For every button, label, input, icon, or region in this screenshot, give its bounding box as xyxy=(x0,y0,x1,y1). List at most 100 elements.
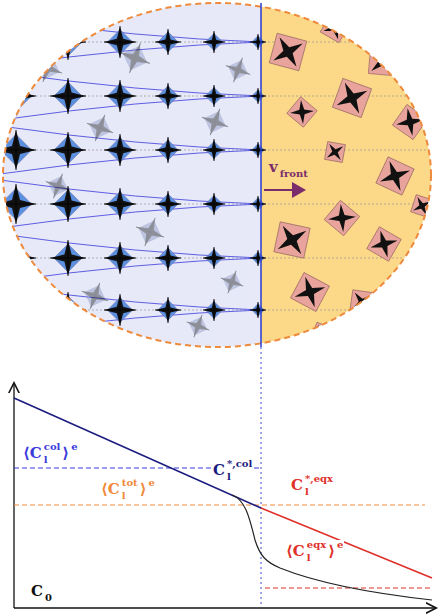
concentration-profile xyxy=(232,495,432,600)
nominal-concentration-label: 0 xyxy=(44,593,53,603)
envelope-curve xyxy=(0,72,261,96)
mean-columnar-label: ⟨C xyxy=(22,446,43,461)
equiaxed-interface-curve xyxy=(261,508,432,578)
envelope-curve xyxy=(0,234,261,258)
grain-dendrite xyxy=(367,227,401,261)
grain-dendrite xyxy=(329,75,374,120)
grain-envelope xyxy=(324,200,360,236)
grain-envelope xyxy=(186,314,210,338)
columnar-grain xyxy=(155,297,181,323)
grain-envelope xyxy=(310,322,333,345)
dendrite-arm xyxy=(168,137,169,163)
dendrite-arm xyxy=(258,88,259,104)
grain-envelope xyxy=(291,273,330,312)
grain-dendrite xyxy=(50,186,86,222)
grain-dendrite xyxy=(250,196,266,212)
columnar-grain xyxy=(50,186,86,222)
dendrite-arm xyxy=(258,302,259,318)
grain-envelope xyxy=(201,108,229,136)
envelope-curve xyxy=(0,180,261,204)
equiaxed-grain xyxy=(265,29,311,75)
envelope-curve xyxy=(0,310,261,334)
front-velocity-label: front xyxy=(279,169,309,179)
dendrite-arm xyxy=(0,310,36,311)
columnar-grain xyxy=(203,31,225,53)
mean-equiaxed-label: l xyxy=(306,553,312,563)
dendrite-arm xyxy=(16,22,17,62)
equiaxed-grain xyxy=(392,104,427,139)
dendrite-arm xyxy=(228,271,236,294)
mean-total-label: ⟨C xyxy=(100,482,121,497)
row-line xyxy=(0,96,439,97)
columnar-grain xyxy=(0,238,36,278)
dendrite-arm xyxy=(16,130,17,170)
grain-envelope xyxy=(389,265,419,295)
dendrite-arm xyxy=(0,96,36,97)
grain-dendrite xyxy=(104,80,136,112)
dendrite-arm xyxy=(0,258,36,259)
grain-dendrite xyxy=(221,53,254,86)
sample-outline xyxy=(3,3,431,347)
grain-dendrite xyxy=(50,24,86,60)
mean-total-label: tot xyxy=(121,478,139,488)
dendrite-arm xyxy=(50,42,86,43)
dendrite-arm xyxy=(16,76,17,116)
grain-dendrite xyxy=(104,188,136,220)
row-line xyxy=(0,42,439,43)
dendrite-arm xyxy=(168,83,169,109)
grain-dendrite xyxy=(131,213,169,251)
grain-dendrite xyxy=(50,132,86,168)
grain-envelope xyxy=(225,57,251,83)
mean-columnar-label: ⟩ xyxy=(61,446,70,461)
row-line xyxy=(0,258,439,259)
columnar-grain xyxy=(155,83,181,109)
dendrite-arm xyxy=(214,247,215,269)
grain-dendrite xyxy=(345,285,379,319)
faded-grain xyxy=(183,311,214,342)
grain-dendrite xyxy=(0,290,36,330)
row-line xyxy=(0,310,439,311)
grain-dendrite xyxy=(327,203,357,233)
grain-dendrite xyxy=(155,191,181,217)
columnar-grain xyxy=(104,242,136,274)
faded-grain xyxy=(82,110,118,146)
grain-dendrite xyxy=(155,245,181,271)
row-line xyxy=(0,150,439,151)
envelope-curve xyxy=(0,286,261,310)
grain-envelope xyxy=(0,294,31,325)
dendrite-arm xyxy=(214,139,215,161)
grain-dendrite xyxy=(203,85,225,107)
columnar-grain xyxy=(250,302,266,318)
grain-dendrite xyxy=(203,193,225,215)
envelope-curve xyxy=(0,126,261,150)
columnar-interface-label: C xyxy=(212,463,226,478)
columnar-grain xyxy=(203,247,225,269)
columnar-grain xyxy=(203,299,225,321)
dendrite-arm xyxy=(120,294,121,326)
columnar-grain xyxy=(0,184,36,224)
mean-equiaxed-label: ⟩ xyxy=(327,544,336,559)
grain-dendrite xyxy=(50,240,86,276)
dendrite-arm xyxy=(68,240,69,276)
equiaxed-grain xyxy=(374,155,415,196)
grain-dendrite xyxy=(320,13,349,42)
columnar-grain xyxy=(250,34,266,50)
grain-dendrite xyxy=(265,29,311,75)
row-line xyxy=(0,204,439,205)
sample-region xyxy=(0,0,439,350)
dendrite-arm xyxy=(258,250,259,266)
columnar-grain xyxy=(50,78,86,114)
grain-envelope xyxy=(367,227,401,261)
x-axis xyxy=(14,607,435,608)
grain-dendrite xyxy=(0,22,36,62)
dendrite-arm xyxy=(90,283,100,309)
grain-envelope xyxy=(350,290,374,314)
dendrite-arm xyxy=(50,310,86,311)
grain-envelope xyxy=(0,26,31,57)
grain-envelope xyxy=(54,296,82,324)
mean-total-label: l xyxy=(121,491,127,501)
dendrite-arm xyxy=(258,196,259,212)
dendrite-arm xyxy=(0,204,36,205)
